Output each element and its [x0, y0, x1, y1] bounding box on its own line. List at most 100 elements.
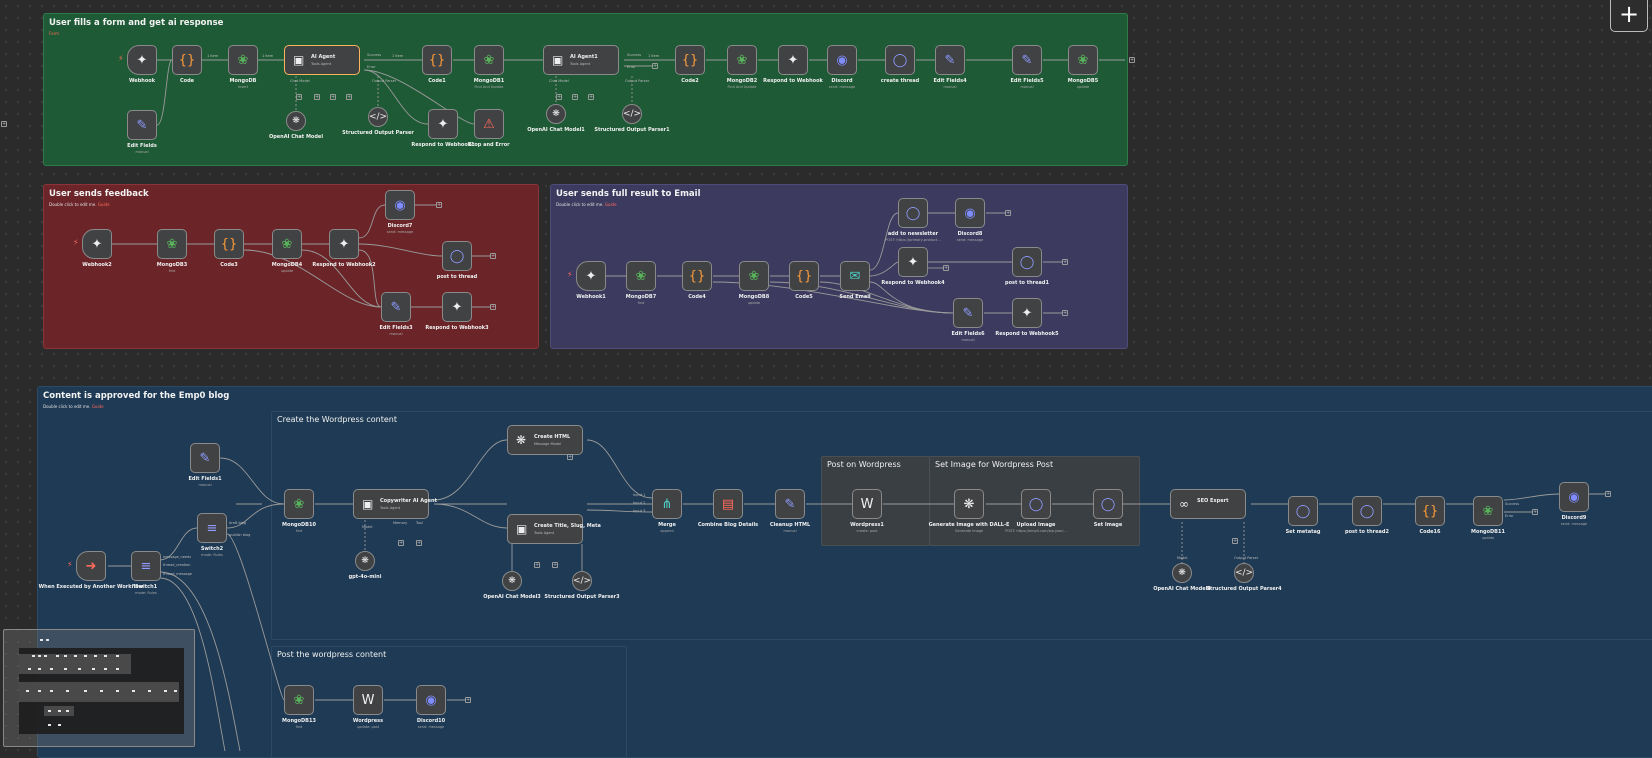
- respond-webhook-node[interactable]: ✦: [778, 45, 808, 75]
- add-newsletter-node[interactable]: ◯: [898, 198, 928, 228]
- add-connection-plus[interactable]: +: [534, 562, 540, 568]
- exec-workflow-node[interactable]: ➜: [76, 551, 106, 581]
- add-connection-plus[interactable]: +: [330, 94, 336, 100]
- set-metatag-node[interactable]: ◯: [1288, 496, 1318, 526]
- mongodb10-node[interactable]: ❀: [284, 489, 314, 519]
- add-connection-plus[interactable]: +: [556, 94, 562, 100]
- send-email-node[interactable]: ✉: [840, 261, 870, 291]
- sticky-create-wordpress-content[interactable]: Create the Wordpress content: [271, 411, 1652, 640]
- code1-node[interactable]: {}: [422, 45, 452, 75]
- code4-node[interactable]: {}: [682, 261, 712, 291]
- add-connection-plus[interactable]: +: [588, 94, 594, 100]
- post-thread2-node[interactable]: ◯: [1352, 496, 1382, 526]
- switch1-node[interactable]: ≡: [131, 551, 161, 581]
- code3-node[interactable]: {}: [214, 229, 244, 259]
- openai-chat3-node[interactable]: ❋: [502, 571, 522, 591]
- openai-chat-node[interactable]: ❋: [286, 111, 306, 131]
- edit-fields3-node[interactable]: ✎: [381, 292, 411, 322]
- add-connection-plus[interactable]: +: [490, 253, 496, 259]
- discord-node[interactable]: ◉: [827, 45, 857, 75]
- edit-fields4-node[interactable]: ✎: [935, 45, 965, 75]
- cleanup-html-node[interactable]: ✎: [775, 489, 805, 519]
- respond-webhook1-node[interactable]: ✦: [428, 109, 458, 139]
- mongodb3-node[interactable]: ❀: [157, 229, 187, 259]
- mongodb7-node[interactable]: ❀: [626, 261, 656, 291]
- respond-webhook5-node[interactable]: ✦: [1012, 298, 1042, 328]
- respond-webhook2-node[interactable]: ✦: [329, 229, 359, 259]
- mongodb5-node[interactable]: ❀: [1068, 45, 1098, 75]
- add-connection-plus[interactable]: +: [490, 304, 496, 310]
- gen-image-node[interactable]: ❋: [954, 489, 984, 519]
- openai-chat1-node[interactable]: ❋: [546, 104, 566, 124]
- structured-parser3-node[interactable]: </>: [572, 571, 592, 591]
- edit-fields-node[interactable]: ✎: [127, 110, 157, 140]
- gpt4o-node[interactable]: ❋: [355, 551, 375, 571]
- add-node-button[interactable]: +: [1610, 0, 1648, 32]
- add-connection-plus[interactable]: +: [943, 265, 949, 271]
- add-connection-plus[interactable]: +: [652, 63, 658, 69]
- webhook-node[interactable]: ✦: [127, 45, 157, 75]
- mongodb8-node[interactable]: ❀: [739, 261, 769, 291]
- add-connection-plus[interactable]: +: [314, 94, 320, 100]
- add-connection-plus[interactable]: +: [296, 94, 302, 100]
- add-connection-plus[interactable]: +: [552, 562, 558, 568]
- mongodb-node[interactable]: ❀: [228, 45, 258, 75]
- openai-chat4-node[interactable]: ❋: [1172, 563, 1192, 583]
- discord9-node[interactable]: ◉: [1559, 482, 1589, 512]
- add-connection-plus[interactable]: +: [346, 94, 352, 100]
- wordpress-node[interactable]: W: [353, 685, 383, 715]
- upload-image-node[interactable]: ◯: [1021, 489, 1051, 519]
- create-thread-node[interactable]: ◯: [885, 45, 915, 75]
- add-connection-plus[interactable]: +: [1062, 310, 1068, 316]
- add-connection-plus[interactable]: +: [572, 94, 578, 100]
- webhook2-node[interactable]: ✦: [82, 229, 112, 259]
- add-connection-plus[interactable]: +: [1129, 57, 1135, 63]
- mongodb11-node[interactable]: ❀: [1473, 496, 1503, 526]
- edit-fields6-node[interactable]: ✎: [953, 298, 983, 328]
- mongodb2-node[interactable]: ❀: [727, 45, 757, 75]
- code5-node[interactable]: {}: [789, 261, 819, 291]
- structured-parser4-node[interactable]: </>: [1234, 563, 1254, 583]
- set-image-node[interactable]: ◯: [1093, 489, 1123, 519]
- switch2-node[interactable]: ≡: [197, 513, 227, 543]
- add-connection-plus[interactable]: +: [465, 697, 471, 703]
- add-connection-plus[interactable]: +: [436, 202, 442, 208]
- mongodb4-node[interactable]: ❀: [272, 229, 302, 259]
- structured-parser-node[interactable]: </>: [368, 107, 388, 127]
- discord10-node[interactable]: ◉: [416, 685, 446, 715]
- minimap[interactable]: [3, 629, 195, 747]
- discord8-node[interactable]: ◉: [955, 198, 985, 228]
- merge-node[interactable]: ⋔: [652, 489, 682, 519]
- combine-blog-node[interactable]: ▤: [713, 489, 743, 519]
- code2-node[interactable]: {}: [675, 45, 705, 75]
- sticky-form-ai-response[interactable]: User fills a form and get ai response Fo…: [43, 13, 1128, 166]
- add-connection-plus[interactable]: +: [567, 454, 573, 460]
- edit-fields5-node[interactable]: ✎: [1012, 45, 1042, 75]
- webhook1-node[interactable]: ✦: [576, 261, 606, 291]
- add-connection-plus[interactable]: +: [398, 540, 404, 546]
- stop-error-node[interactable]: ⚠: [474, 109, 504, 139]
- wordpress1-node[interactable]: W: [852, 489, 882, 519]
- add-connection-plus[interactable]: +: [1062, 259, 1068, 265]
- structured-parser1-node[interactable]: </>: [622, 104, 642, 124]
- mongodb1-node[interactable]: ❀: [474, 45, 504, 75]
- respond-webhook4-node[interactable]: ✦: [898, 247, 928, 277]
- code16-node[interactable]: {}: [1415, 496, 1445, 526]
- mongodb13-node[interactable]: ❀: [284, 685, 314, 715]
- add-connection-plus[interactable]: +: [1532, 509, 1538, 515]
- respond-webhook3-node[interactable]: ✦: [442, 292, 472, 322]
- edit-fields1-node[interactable]: ✎: [190, 443, 220, 473]
- add-connection-plus[interactable]: +: [416, 540, 422, 546]
- code-node[interactable]: {}: [172, 45, 202, 75]
- add-connection-plus[interactable]: +: [1232, 538, 1238, 544]
- post-thread-node[interactable]: ◯: [442, 241, 472, 271]
- add-connection-plus[interactable]: +: [1605, 491, 1611, 497]
- post-thread1-node[interactable]: ◯: [1012, 247, 1042, 277]
- discord7-node[interactable]: ◉: [385, 190, 415, 220]
- seo-expert-node[interactable]: ∞SEO Expert: [1170, 489, 1246, 519]
